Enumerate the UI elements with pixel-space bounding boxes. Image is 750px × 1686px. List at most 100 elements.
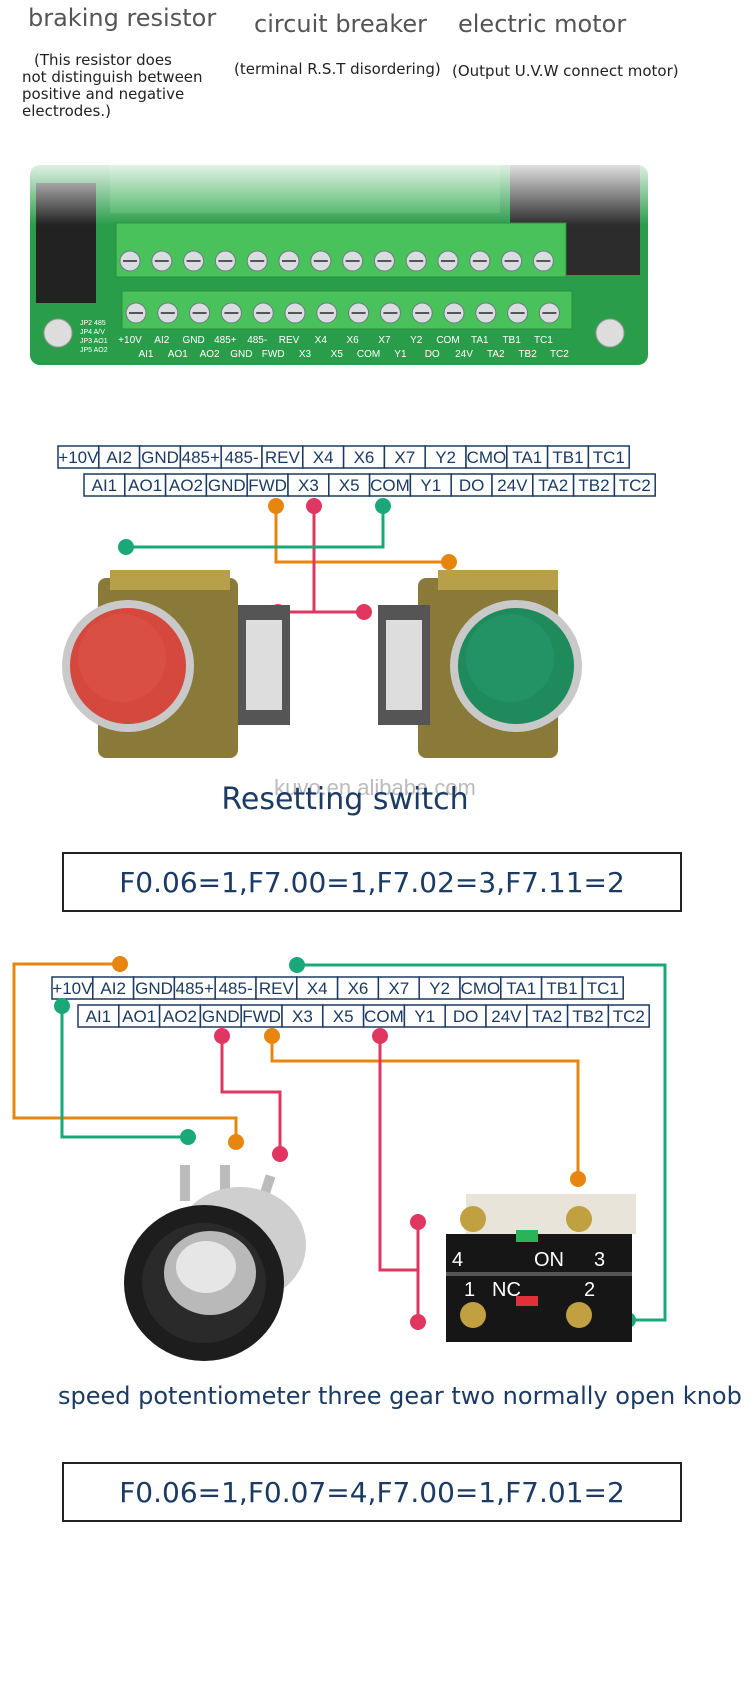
board-label: Y2 [410, 335, 423, 346]
terminal-label-com: COM [368, 473, 412, 497]
node-gnd [214, 1028, 230, 1044]
svg-text:485+: 485+ [182, 448, 220, 467]
terminal-label-x7: X7 [377, 976, 420, 1000]
terminal-label-ai2: AI2 [98, 445, 141, 469]
svg-text:TC1: TC1 [587, 979, 619, 998]
svg-text:Y2: Y2 [429, 979, 450, 998]
wire-fwd-orange [270, 1036, 580, 1179]
node-10v [54, 998, 70, 1014]
terminal-block-bottom [121, 290, 573, 330]
node-ai2 [112, 956, 128, 972]
svg-text:COM: COM [370, 476, 410, 495]
terminal-label-485: 485- [220, 445, 263, 469]
terminal-label-10v: +10V [51, 976, 94, 1000]
wire-rev-green [297, 963, 667, 1322]
mount-hole-right [595, 318, 625, 348]
board-label: Y1 [394, 349, 407, 360]
svg-text:CMO: CMO [461, 979, 501, 998]
svg-text:AO1: AO1 [128, 476, 162, 495]
svg-text:X7: X7 [388, 979, 409, 998]
node-orange-switch [441, 554, 457, 570]
terminal-label-ao2: AO2 [164, 473, 208, 497]
board-label: +10V [118, 335, 142, 346]
svg-text:X6: X6 [354, 448, 375, 467]
terminal-label-do: DO [450, 473, 493, 497]
svg-text:TB2: TB2 [572, 1007, 603, 1026]
terminal-label-x7: X7 [383, 445, 426, 469]
node-com [372, 1028, 388, 1044]
wire-com-red [378, 1036, 418, 1272]
svg-text:Y2: Y2 [435, 448, 456, 467]
green-push-button [378, 570, 582, 758]
terminal-label-10v: +10V [57, 445, 100, 469]
node-pot-green [180, 1129, 196, 1145]
node-pot-orange [228, 1134, 244, 1150]
wire-ai2-orange [12, 962, 238, 1142]
terminal-label-fwd: FWD [240, 1004, 283, 1028]
board-label: X6 [346, 335, 359, 346]
terminal-label-ao2: AO2 [158, 1004, 202, 1028]
node-pot-red [272, 1146, 288, 1162]
board-side-label: JP2 485 [80, 320, 106, 327]
terminal-label-x3: X3 [287, 473, 330, 497]
speed-potentiometer-image [124, 1165, 306, 1361]
svg-text:X5: X5 [339, 476, 360, 495]
svg-text:GND: GND [202, 1007, 240, 1026]
node-red-switch-b [356, 604, 372, 620]
svg-text:CMO: CMO [467, 448, 507, 467]
svg-text:TA2: TA2 [538, 476, 568, 495]
svg-text:485-: 485- [219, 979, 253, 998]
board-label: AI1 [138, 349, 153, 360]
param-box-2: F0.06=1,F0.07=4,F7.00=1,F7.01=2 [62, 1462, 682, 1522]
svg-text:DO: DO [453, 1007, 479, 1026]
terminal-label-cmo: CMO [465, 445, 508, 469]
terminal-label-rev: REV [255, 976, 298, 1000]
terminal-label-cmo: CMO [459, 976, 502, 1000]
svg-text:Y1: Y1 [420, 476, 441, 495]
terminal-label-x4: X4 [302, 445, 345, 469]
svg-text:DO: DO [459, 476, 485, 495]
svg-text:24V: 24V [491, 1007, 522, 1026]
board-label: X7 [378, 335, 391, 346]
node-knob-red-b [410, 1314, 426, 1330]
svg-text:REV: REV [259, 979, 295, 998]
svg-text:X6: X6 [348, 979, 369, 998]
terminal-label-gnd: GND [205, 473, 248, 497]
svg-text:TA1: TA1 [512, 448, 542, 467]
terminal-label-gnd: GND [138, 445, 182, 469]
knob-text-nc: NC [492, 1279, 521, 1301]
three-gear-knob-label: three gear two normally open knob [318, 1382, 742, 1410]
terminal-label-gnd: GND [199, 1004, 242, 1028]
terminal-label-x6: X6 [342, 445, 386, 469]
knob-text-4: 4 [452, 1249, 463, 1271]
wire-gnd-red [220, 1036, 282, 1154]
svg-text:TB1: TB1 [546, 979, 577, 998]
terminal-label-x4: X4 [296, 976, 339, 1000]
terminal-label-ta2: TA2 [526, 1004, 569, 1028]
svg-text:X4: X4 [307, 979, 328, 998]
terminal-label-tb1: TB1 [540, 976, 584, 1000]
svg-text:+10V: +10V [58, 448, 99, 467]
wire-fwd-orange [274, 506, 449, 564]
node-com [375, 498, 391, 514]
terminal-label-x6: X6 [336, 976, 380, 1000]
board-label: FWD [262, 349, 285, 360]
board-side-label: JP5 AO2 [80, 347, 108, 354]
board-label: DO [425, 349, 440, 360]
terminal-label-ai1: AI1 [83, 473, 126, 497]
svg-text:TC2: TC2 [619, 476, 651, 495]
svg-text:X7: X7 [394, 448, 415, 467]
svg-text:GND: GND [141, 448, 179, 467]
three-gear-knob-image: 4 ON 3 1 NC 2 [446, 1194, 636, 1342]
electric-motor-note: (Output U.V.W connect motor) [452, 62, 679, 80]
svg-text:X3: X3 [298, 476, 319, 495]
svg-text:+10V: +10V [52, 979, 93, 998]
board-label: TC1 [534, 335, 553, 346]
terminal-label-rev: REV [261, 445, 304, 469]
terminal-label-y2: Y2 [424, 445, 467, 469]
svg-text:AO1: AO1 [122, 1007, 156, 1026]
node-x3 [306, 498, 322, 514]
board-label: AO1 [168, 349, 188, 360]
svg-text:TC2: TC2 [613, 1007, 645, 1026]
